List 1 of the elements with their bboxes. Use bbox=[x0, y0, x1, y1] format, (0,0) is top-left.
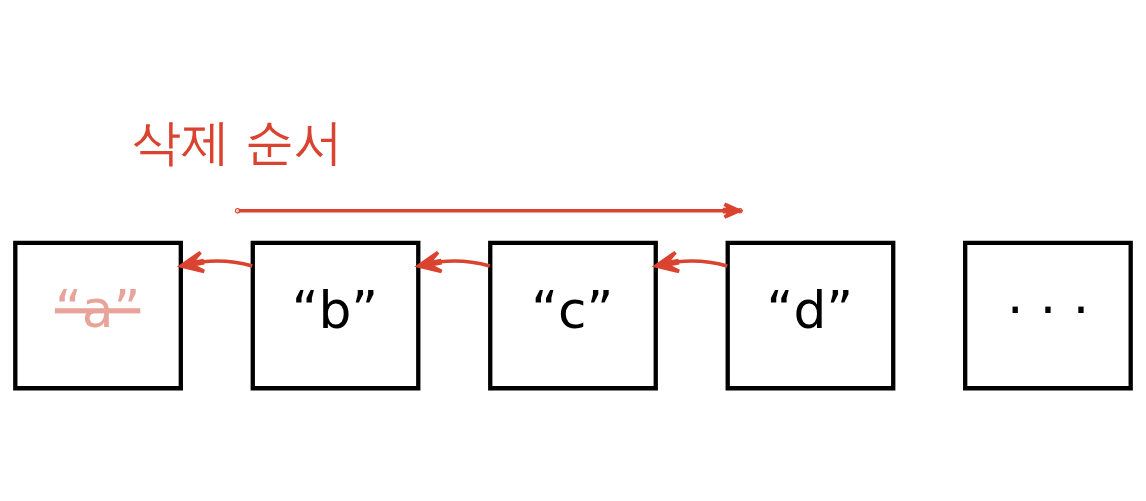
label: 삭제 순서 bbox=[131, 113, 344, 171]
